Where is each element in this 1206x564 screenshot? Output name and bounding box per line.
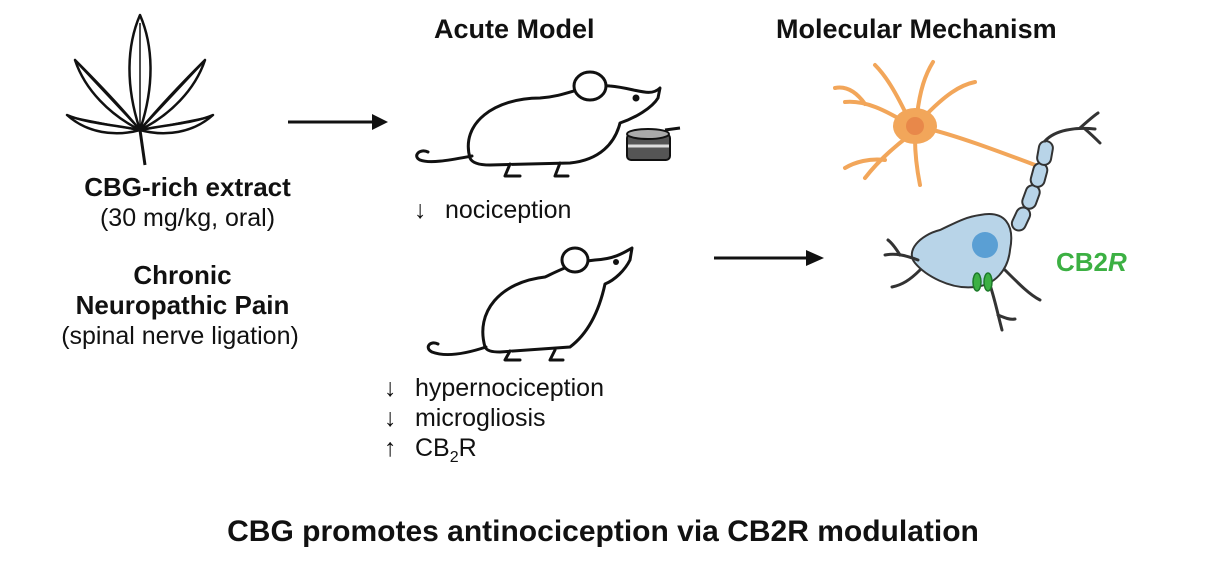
chronic-method: (spinal nerve ligation) [61,322,299,350]
arrow-icon [714,250,824,266]
chronic-effect-text: CB2R [414,434,477,466]
chronic-effect-item: ↓ hypernociception [384,374,604,403]
chronic-effect-text: microgliosis [414,404,546,432]
receptor-icon [972,272,993,292]
receptor-label: CB2R [1056,247,1127,277]
acute-effect-text: nociception [444,196,572,224]
mouse-icon [415,70,681,178]
down-arrow-icon: ↓ [384,374,397,402]
extract-title: CBG-rich extract [84,172,291,202]
footer-caption: CBG promotes antinociception via CB2R mo… [227,515,979,548]
arrow-icon [288,114,388,130]
cannabis-leaf-icon [65,13,215,166]
chronic-title-line2: Neuropathic Pain [75,290,290,320]
chronic-effect-item: ↓ microgliosis [384,404,546,433]
rat-icon [426,246,634,362]
extract-dose: (30 mg/kg, oral) [99,204,276,232]
acute-effect-item: ↓ nociception [414,196,571,225]
down-arrow-icon: ↓ [414,196,427,224]
chronic-effect-text: hypernociception [414,374,604,402]
neuron-icon [883,111,1102,332]
molecular-mechanism-header: Molecular Mechanism [776,14,1057,44]
chronic-title-line1: Chronic [133,260,232,290]
up-arrow-icon: ↑ [384,434,397,462]
chronic-effect-item: ↑ CB2R [384,434,477,467]
acute-model-header: Acute Model [434,14,595,44]
down-arrow-icon: ↓ [384,404,397,432]
microglia-icon [833,60,1037,187]
food-dish-icon [626,126,681,161]
